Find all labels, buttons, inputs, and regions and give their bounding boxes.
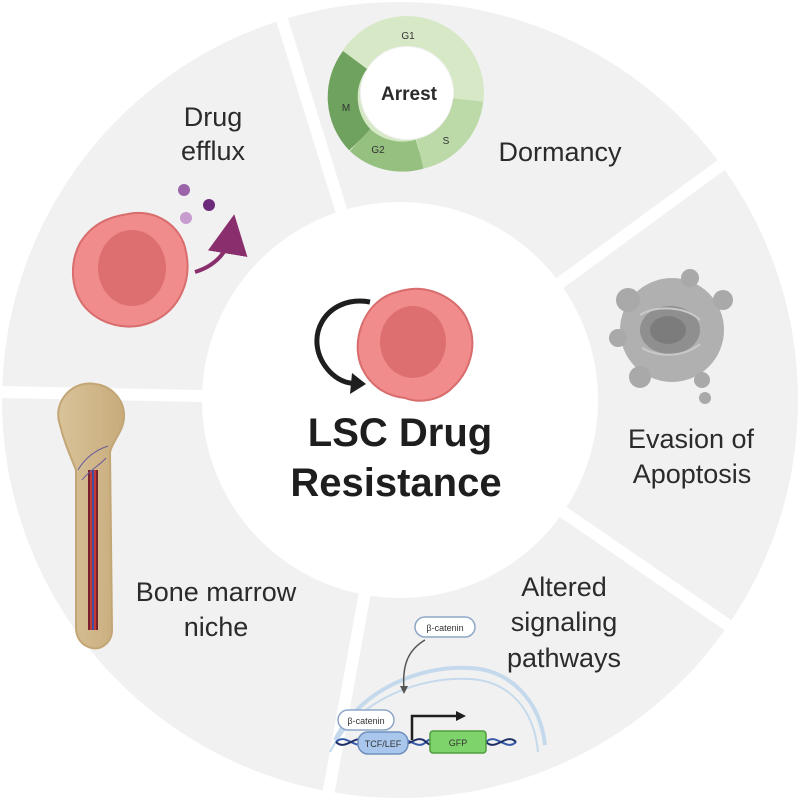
translocation-arrow-icon (402, 639, 426, 691)
transcription-arrow-icon (410, 714, 458, 740)
beta-catenin-top-box (414, 616, 476, 638)
gfp-label: GFP (449, 738, 468, 748)
drug-efflux-label-line2: efflux (181, 136, 246, 166)
center-title-line1: LSC Drug (308, 411, 492, 455)
beta-catenin-bottom-box (337, 709, 395, 731)
cell-cycle-s-label: S (443, 136, 450, 147)
cell-cycle-ring (327, 16, 484, 172)
cell-cycle-arrest-label: Arrest (381, 84, 438, 105)
apoptotic-cell-icon (609, 269, 733, 404)
gfp-box (429, 730, 487, 754)
cell-cycle-m-label: M (342, 103, 350, 114)
dormancy-label: Dormancy (498, 137, 622, 167)
signaling-label-line2: signaling (511, 607, 618, 637)
tcf-lef-label: TCF/LEF (365, 739, 402, 749)
bone-marrow-label-line2: niche (184, 612, 249, 642)
signaling-label-line1: Altered (521, 572, 607, 602)
drug-molecules-icon (178, 184, 215, 224)
efflux-arrow-icon (194, 214, 248, 274)
beta-catenin-top-label: β-catenin (426, 623, 463, 633)
signaling-label-line3: pathways (507, 643, 621, 673)
evasion-label-line1: Evasion of (628, 424, 755, 454)
tcf-lef-box (357, 731, 409, 755)
evasion-label-line2: Apoptosis (633, 459, 752, 489)
bone-marrow-label-line1: Bone marrow (136, 577, 297, 607)
beta-catenin-bottom-label: β-catenin (347, 716, 384, 726)
center-title-line2: Resistance (290, 461, 501, 505)
cell-cycle-g1-label: G1 (401, 31, 415, 42)
drug-efflux-label-line1: Drug (184, 102, 243, 132)
center-circle (202, 202, 598, 598)
bone-icon (57, 382, 126, 650)
center-cell-icon (356, 287, 474, 402)
cell-cycle-g2-label: G2 (371, 145, 385, 156)
efflux-cell-icon (71, 211, 189, 328)
center-self-renewal-arrow (314, 298, 371, 394)
